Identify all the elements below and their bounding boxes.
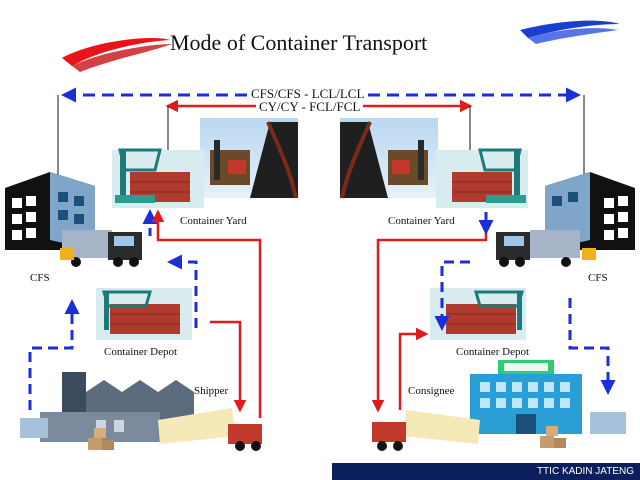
lcl-flow-arrow: [28, 299, 80, 410]
container-depot-right-label: Container Depot: [456, 346, 530, 358]
container-yard-right-label: Container Yard: [388, 215, 455, 227]
truck-icon: [60, 230, 142, 267]
crane-icon: [430, 288, 526, 340]
fcl-flow-arrow: [398, 327, 429, 410]
lcl-flow-arrow: [434, 260, 470, 331]
swoosh-logo-icon: [62, 20, 620, 72]
lcl-route-label: CFS/CFS - LCL/LCL: [248, 87, 368, 100]
lcl-flow-arrow: [167, 254, 198, 328]
container-depot-left-label: Container Depot: [104, 346, 178, 358]
ship-icon: [200, 118, 298, 199]
ship-icon: [340, 118, 438, 199]
office-building-icon: [470, 360, 626, 434]
crane-icon: [96, 288, 192, 340]
truck-icon: [496, 230, 596, 267]
boxes-icon: [540, 426, 566, 448]
container-yard-left-label: Container Yard: [180, 215, 247, 227]
truck-icon: [372, 410, 480, 451]
crane-icon: [436, 148, 528, 208]
crane-icon: [112, 148, 204, 208]
fcl-flow-arrow: [151, 209, 262, 418]
footer-bar: TTIC KADIN JATENG: [332, 463, 640, 480]
fcl-route-label: CY/CY - FCL/FCL: [256, 100, 364, 113]
page-title: Mode of Container Transport: [170, 30, 428, 55]
fcl-flow-arrow: [210, 320, 247, 413]
boxes-icon: [88, 428, 114, 450]
truck-icon: [158, 408, 262, 451]
cfs-right-label: CFS: [588, 272, 608, 284]
lcl-flow-arrow: [568, 298, 616, 395]
cfs-left-label: CFS: [30, 272, 50, 284]
shipper-label: Shipper: [194, 385, 229, 397]
consignee-label: Consignee: [408, 385, 455, 397]
